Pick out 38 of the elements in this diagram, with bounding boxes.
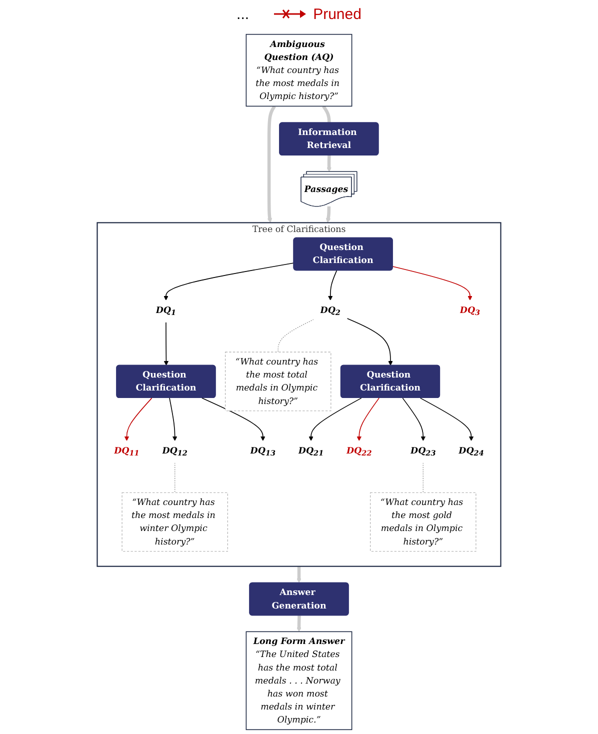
- connector: [278, 319, 314, 352]
- node-text: DQ$_{23}$: [410, 445, 436, 458]
- node-text: DQ$_{12}$: [162, 445, 188, 458]
- node-text: DQ$_{3}$: [460, 304, 480, 318]
- arrow: [420, 398, 474, 441]
- arrow: [202, 398, 266, 441]
- arrow: [169, 398, 178, 441]
- connector: [174, 462, 176, 493]
- node-box: Long Form Answer “The United States has the most total medals . . . Norway has won most medals in winter Olympic.”: [246, 631, 352, 730]
- node-text: DQ$_{22}$: [346, 445, 372, 458]
- node-text: DQ$_{21}$: [298, 445, 324, 458]
- legend-text: Pruned: [313, 6, 362, 22]
- arrow: [164, 262, 294, 300]
- node-text: DQ$_{1}$: [156, 304, 176, 318]
- arrow: [328, 270, 338, 300]
- arrow: [296, 615, 302, 632]
- arrow: [402, 398, 426, 441]
- node-text: DQ$_{24}$: [458, 445, 484, 458]
- arrow: [164, 322, 169, 366]
- arrow: [346, 318, 393, 366]
- arrow: [392, 266, 472, 300]
- arrow: [356, 398, 380, 441]
- node-box: “What country has the most gold medals in Olympic history?”: [370, 492, 476, 552]
- node-text: DQ$_{13}$: [250, 445, 276, 458]
- arrow: [296, 566, 302, 583]
- node-text: DQ$_{2}$: [320, 304, 340, 318]
- arrow: [267, 105, 276, 223]
- node-box: “What country has the most medals in winter Olympic history?”: [122, 492, 228, 552]
- arrow: [326, 155, 332, 172]
- node-box: Ambiguous Question (AQ) “What country has the most medals in Olympic history?”: [246, 34, 352, 107]
- arrow: [308, 398, 362, 441]
- arrow: [326, 206, 331, 223]
- ellipsis-note: ...: [236, 6, 250, 22]
- node-box: “What country has the most total medals in Olympic history?”: [225, 352, 332, 412]
- arrow: [124, 398, 152, 441]
- connector: [422, 462, 424, 493]
- connector: [322, 105, 331, 124]
- node-text: DQ$_{11}$: [114, 445, 140, 458]
